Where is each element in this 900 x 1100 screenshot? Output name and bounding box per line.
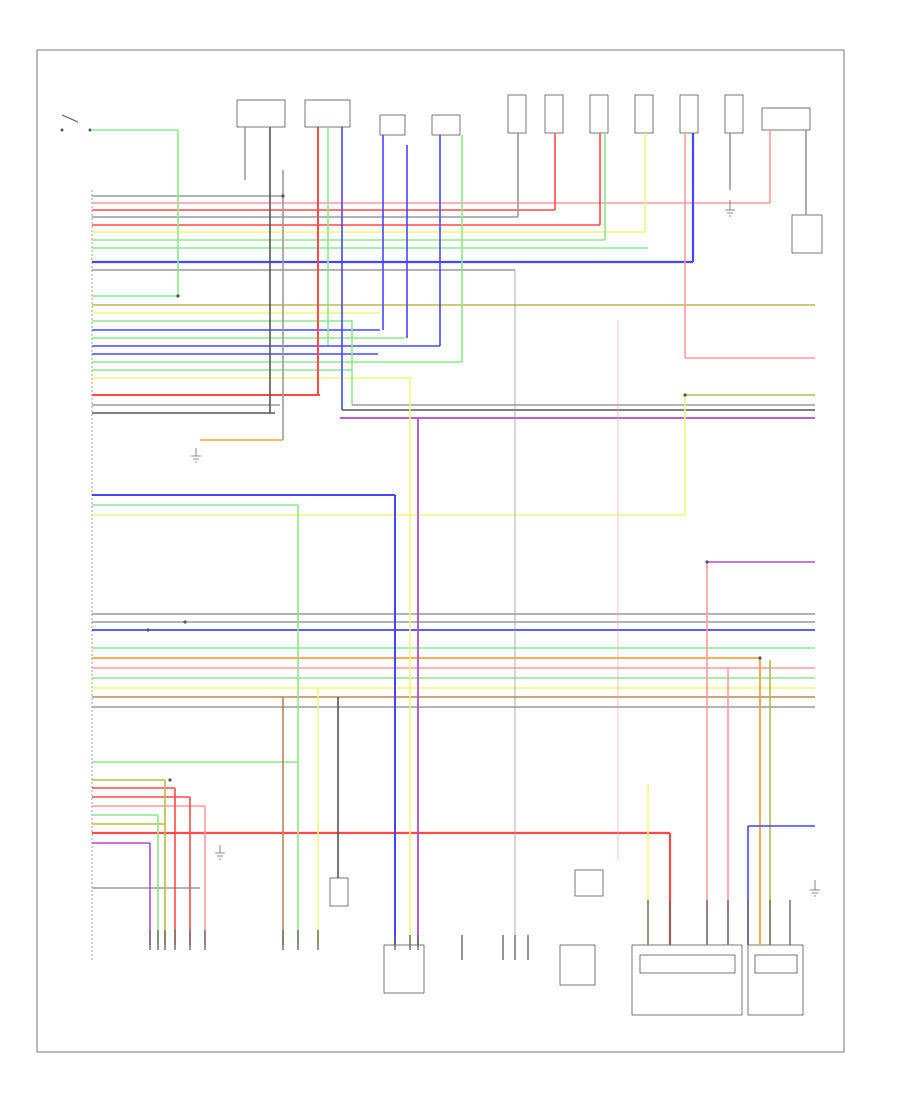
diagram-frame <box>36 49 845 1053</box>
splice-dot <box>281 194 285 198</box>
ground-icon <box>810 880 820 897</box>
top-components <box>60 94 823 254</box>
ground-point-box <box>791 214 823 254</box>
splice-dot <box>758 656 762 660</box>
splice-dot <box>146 628 150 632</box>
connector-bottom-2 <box>383 944 425 994</box>
switch-terminal-b <box>88 128 92 132</box>
injector-1 <box>507 94 527 134</box>
injector-5 <box>679 94 699 134</box>
sensor-bottom-1 <box>329 877 349 907</box>
ground-icon <box>191 448 201 463</box>
splice-dot <box>705 560 709 564</box>
horizontal-wires <box>92 129 815 889</box>
injector-4 <box>634 94 654 134</box>
sensor-box-1 <box>379 114 406 136</box>
relay-box-2 <box>304 99 351 128</box>
module-bottom-5-inner <box>639 954 736 974</box>
relay-box-1 <box>236 99 286 128</box>
ground-icon <box>725 200 735 217</box>
module-bottom-6-inner <box>754 954 798 974</box>
bottom-components <box>329 869 804 1016</box>
splice-dot <box>176 294 180 298</box>
switch-terminal-a <box>60 128 64 132</box>
vertical-wires <box>149 127 815 945</box>
splice-dots <box>146 194 762 782</box>
injector-2 <box>544 94 564 134</box>
sensor-box-2 <box>431 114 461 136</box>
bottom-pin-stubs <box>149 900 791 960</box>
splice-dot <box>183 620 187 624</box>
ground-symbols <box>191 200 820 897</box>
sensor-bottom-3 <box>574 869 604 897</box>
splice-dot <box>168 778 172 782</box>
injector-3 <box>589 94 609 134</box>
splice-dot <box>683 393 687 397</box>
switch-contact <box>61 114 79 123</box>
injector-6 <box>724 94 744 134</box>
ground-icon <box>215 845 225 860</box>
sensor-box-3 <box>761 107 811 131</box>
switch-bottom-4 <box>559 944 596 986</box>
